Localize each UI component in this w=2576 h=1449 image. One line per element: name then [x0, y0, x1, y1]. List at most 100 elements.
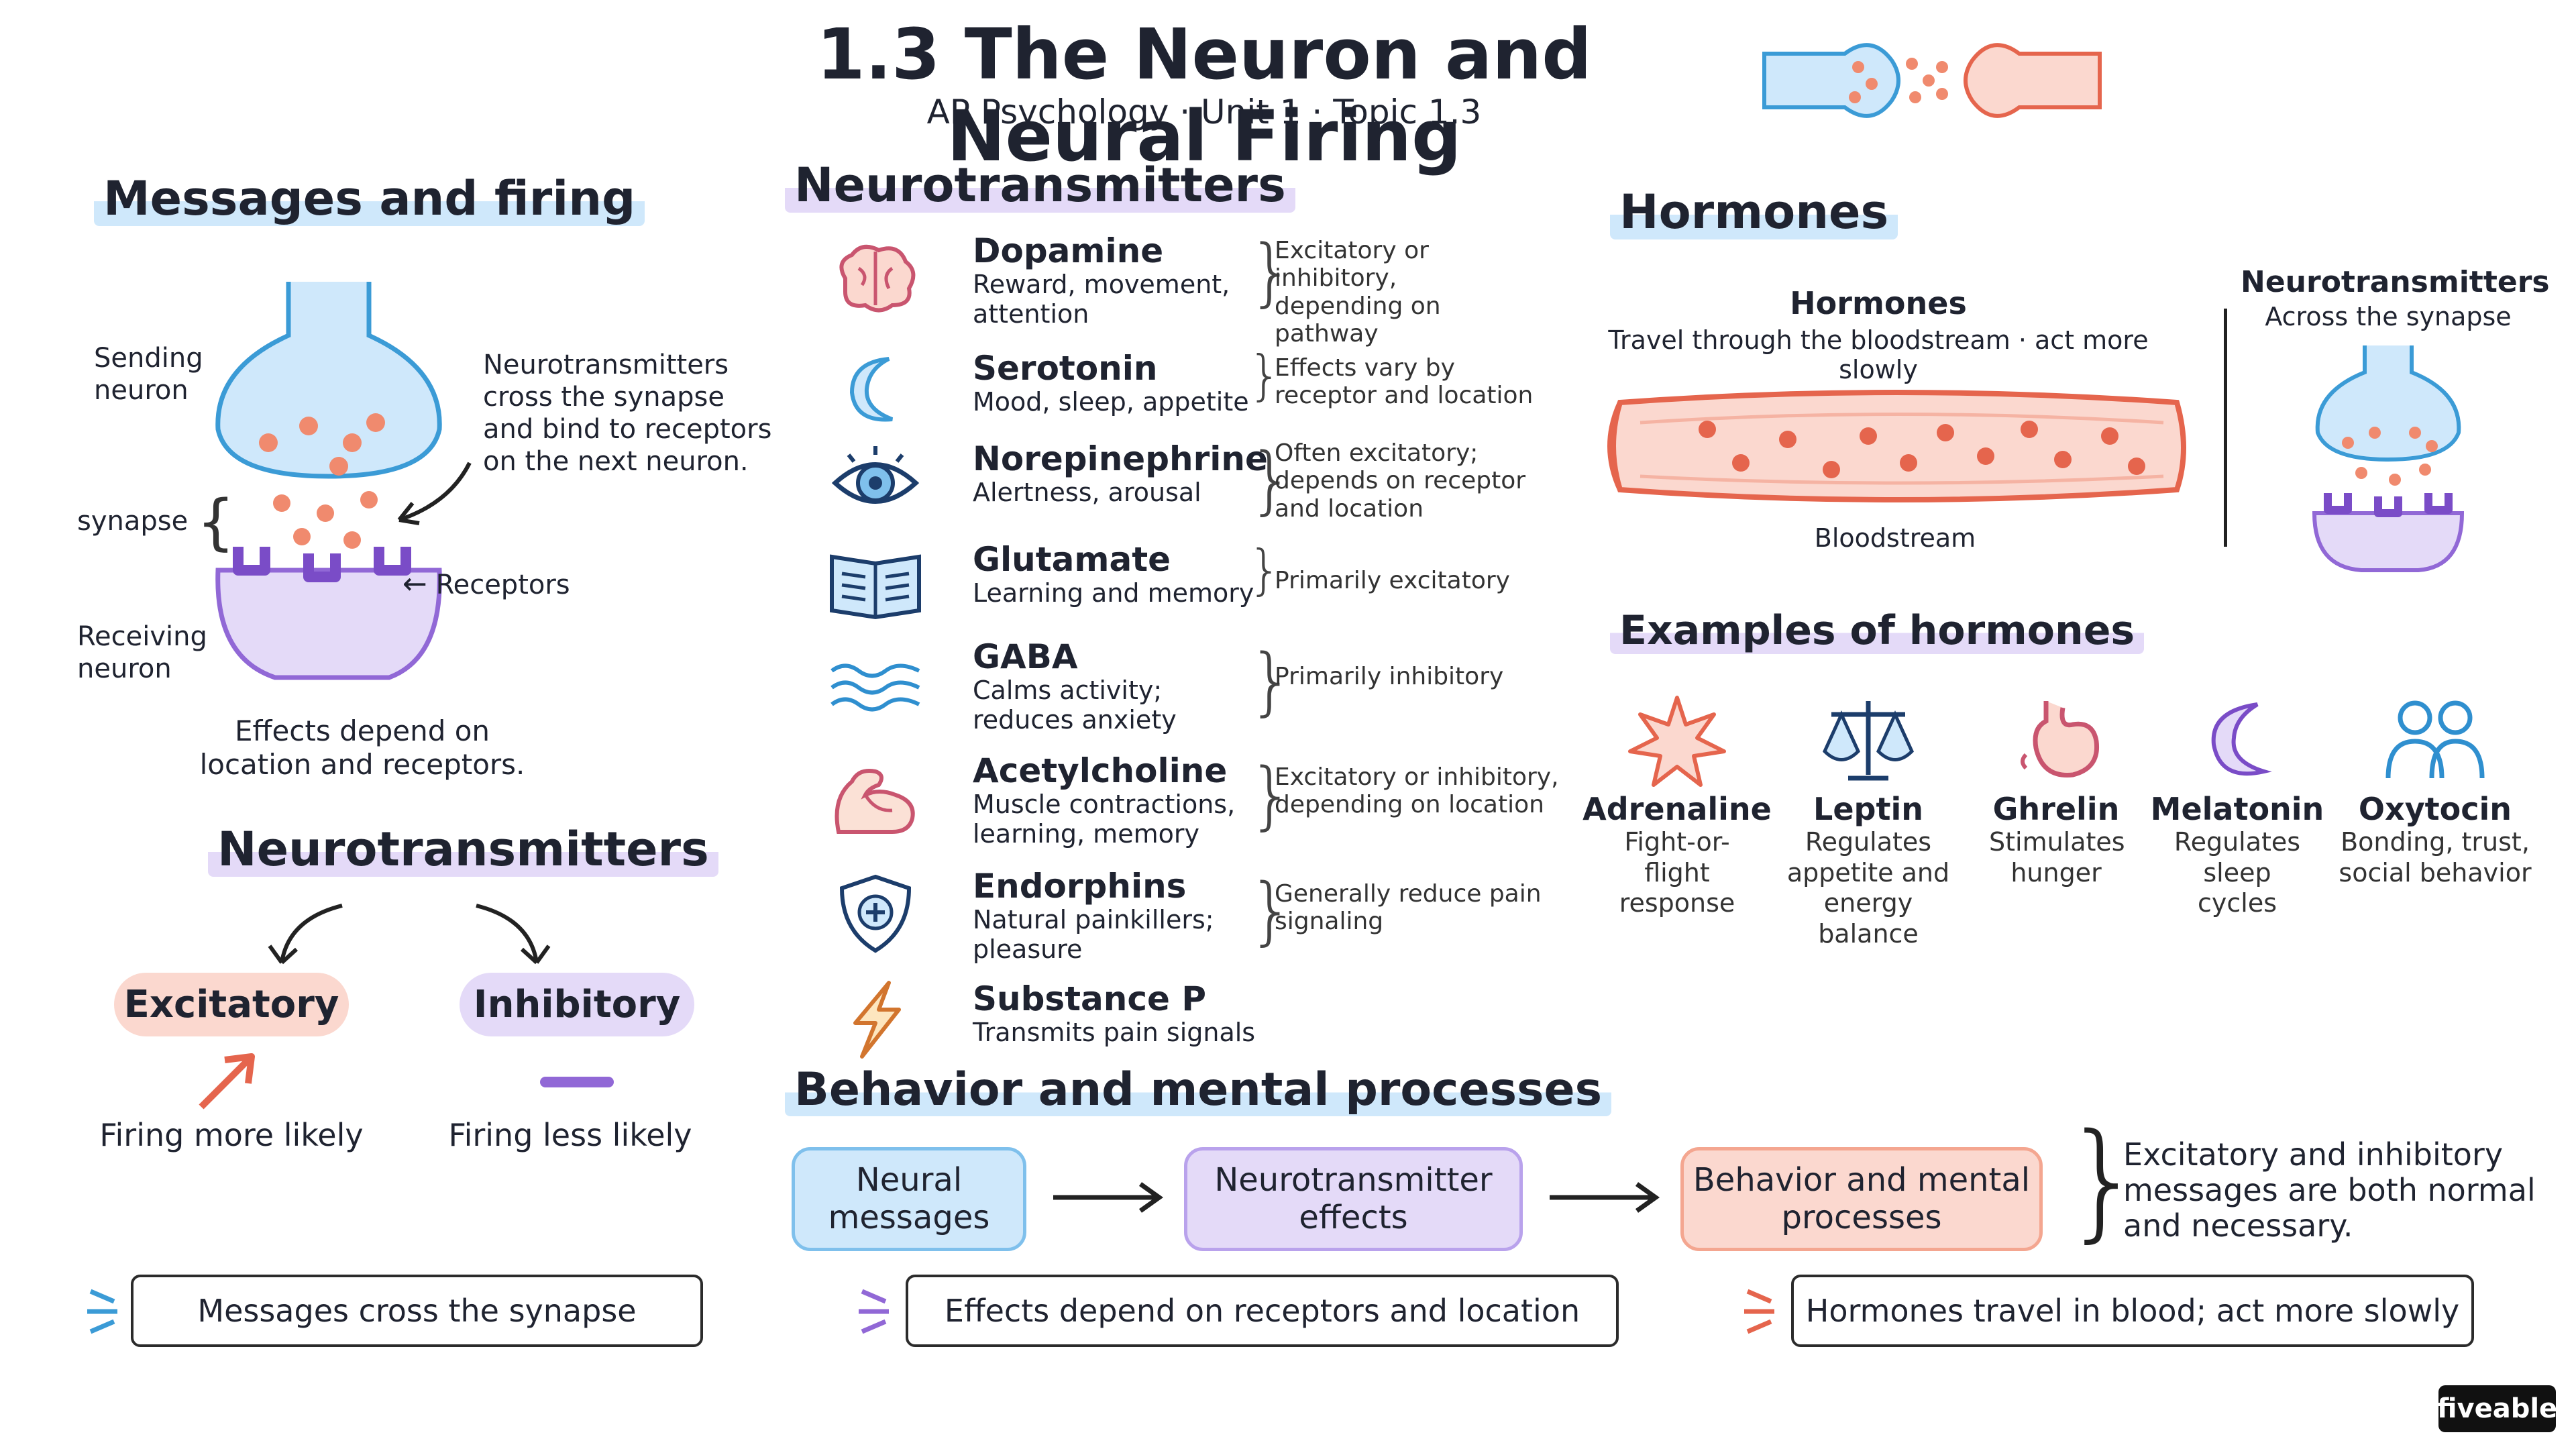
moon-icon: [2211, 702, 2272, 776]
nt-desc: Learning and memory: [973, 578, 1254, 608]
people-icon: [2385, 700, 2485, 779]
hormone-melatonin: Melatonin Regulates sleep cycles: [2130, 694, 2345, 919]
nt-row-acetylcholine: Acetylcholine Muscle contractions, learn…: [825, 751, 1563, 859]
brace: }: [1248, 539, 1282, 601]
page-subtitle: AP Psychology · Unit 1 · Topic 1.3: [926, 93, 1482, 131]
nt-desc: Calms activity; reduces anxiety: [973, 676, 1177, 735]
stomach-icon: [2021, 701, 2100, 777]
nt-compare-desc: Across the synapse: [2265, 302, 2512, 331]
brain-icon: [839, 244, 916, 313]
brace: }: [2063, 1106, 2144, 1254]
hormone-desc: Fight-or-flight response: [1619, 827, 1735, 918]
hormone-name: Leptin: [1813, 791, 1923, 827]
excitatory-note: Firing more likely: [99, 1117, 364, 1153]
eye-icon: [831, 446, 920, 504]
nt-name: Acetylcholine: [973, 751, 1228, 790]
nt-row-gaba: GABA Calms activity; reduces anxiety } P…: [825, 637, 1563, 738]
brace: }: [1248, 344, 1282, 407]
nt-row-dopamine: Dopamine Reward, movement, attention } E…: [825, 229, 1563, 347]
nt-name: Endorphins: [973, 867, 1187, 906]
nt-desc: Alertness, arousal: [973, 478, 1201, 507]
tip-marker-icon: [1744, 1289, 1774, 1334]
step-neural-messages: Neural messages: [792, 1147, 1026, 1251]
behavior-note: Excitatory and inhibitory messages are b…: [2123, 1136, 2536, 1244]
inhibitory-pill: Inhibitory: [460, 973, 694, 1036]
tip-hormones: Hormones travel in blood; act more slowl…: [1791, 1275, 2474, 1347]
neurotransmitters-note: Neurotransmitters cross the synapse and …: [483, 350, 772, 477]
tip-receptors: Effects depend on receptors and location: [906, 1275, 1619, 1347]
nt-desc: Muscle contractions, learning, memory: [973, 790, 1236, 849]
nt-row-glutamate: Glutamate Learning and memory } Primaril…: [825, 540, 1563, 621]
nt-types-heading: Neurotransmitters: [208, 822, 718, 877]
brace: }: [1248, 752, 1295, 838]
moon-icon: [849, 357, 894, 422]
receptors-label: ← Receptors: [402, 567, 570, 601]
nt-row-serotonin: Serotonin Mood, sleep, appetite } Effect…: [825, 349, 1563, 429]
behavior-heading: Behavior and mental processes: [785, 1063, 1612, 1116]
tip-marker-icon: [859, 1289, 889, 1334]
nt-effect: Excitatory or inhibitory, depending on l…: [1275, 763, 1559, 819]
nt-row-endorphins: Endorphins Natural painkillers; pleasure…: [825, 867, 1563, 967]
up-arrow-icon: [199, 1053, 255, 1110]
note-arrow: [397, 462, 472, 525]
receiving-neuron-label: Receiving neuron: [77, 621, 207, 684]
minus-icon: [540, 1077, 614, 1087]
brace: }: [1248, 638, 1295, 724]
scale-icon: [1823, 701, 1914, 781]
shield-icon: [839, 874, 912, 953]
nt-effect: Primarily inhibitory: [1275, 663, 1504, 690]
hormones-compare-title: Hormones: [1790, 285, 1967, 321]
hormone-desc: Bonding, trust, social behavior: [2339, 827, 2532, 888]
step-behavior: Behavior and mental processes: [1680, 1147, 2043, 1251]
lightning-icon: [853, 981, 901, 1059]
nt-desc: Mood, sleep, appetite: [973, 387, 1249, 417]
hormone-ghrelin: Ghrelin Stimulates hunger: [1949, 694, 2163, 888]
nt-row-substance-p: Substance P Transmits pain signals: [825, 979, 1563, 1060]
nt-name: Substance P: [973, 979, 1206, 1018]
nt-effect: Effects vary by receptor and location: [1275, 354, 1534, 410]
split-arrows: [268, 904, 551, 965]
effects-note: Effects depend on location and receptors…: [199, 714, 525, 782]
step-neurotransmitter-effects: Neurotransmitter effects: [1184, 1147, 1523, 1251]
bloodstream-label: Bloodstream: [1814, 523, 1976, 553]
book-icon: [830, 554, 921, 620]
hormones-compare-desc: Travel through the bloodstream · act mor…: [1608, 325, 2149, 384]
hormone-desc: Regulates sleep cycles: [2174, 827, 2301, 918]
nt-desc: Natural painkillers; pleasure: [973, 905, 1214, 964]
tip-synapse: Messages cross the synapse: [131, 1275, 703, 1347]
page-title: 1.3 The Neuron and Neural Firing: [816, 13, 1592, 177]
neuron-synapse-diagram: [215, 282, 442, 680]
hormone-examples-heading: Examples of hormones: [1610, 607, 2145, 654]
brace: }: [1248, 229, 1295, 315]
nt-desc: Reward, movement, attention: [973, 270, 1230, 329]
waves-icon: [830, 663, 920, 712]
synapse-label: synapse {: [77, 487, 235, 557]
nt-desc: Transmits pain signals: [973, 1018, 1256, 1047]
hormone-name: Adrenaline: [1582, 791, 1772, 827]
nt-name: Norepinephrine: [973, 439, 1268, 478]
nt-effect: Excitatory or inhibitory, depending on p…: [1275, 237, 1441, 348]
hormone-name: Melatonin: [2150, 791, 2324, 827]
hormone-oxytocin: Oxytocin Bonding, trust, social behavior: [2328, 694, 2542, 888]
flow-arrow: [1053, 1182, 1164, 1213]
nt-effect: Generally reduce pain signaling: [1275, 880, 1542, 936]
bloodstream-vessel: [1607, 390, 2186, 502]
flow-arrow: [1550, 1182, 1660, 1213]
brace: }: [1248, 437, 1295, 523]
mini-synapse-icon: [2312, 345, 2465, 572]
brand-logo: fiveable: [2437, 1385, 2557, 1432]
inhibitory-note: Firing less likely: [448, 1117, 692, 1153]
hormone-name: Oxytocin: [2358, 791, 2512, 827]
nt-effect: Often excitatory; depends on receptor an…: [1275, 439, 1526, 523]
nt-name: GABA: [973, 637, 1078, 676]
messages-heading: Messages and firing: [94, 171, 645, 226]
nt-name: Serotonin: [973, 349, 1158, 388]
starburst-icon: [1628, 696, 1726, 787]
nt-effect: Primarily excitatory: [1275, 567, 1510, 594]
nt-row-norepinephrine: Norepinephrine Alertness, arousal } Ofte…: [825, 439, 1563, 540]
sending-neuron-label: Sending neuron: [94, 343, 203, 406]
hormone-leptin: Leptin Regulates appetite and energy bal…: [1761, 694, 1976, 949]
neurotransmitters-heading: Neurotransmitters: [785, 158, 1295, 213]
nt-name: Dopamine: [973, 231, 1164, 270]
nt-compare-title: Neurotransmitters: [2241, 265, 2550, 299]
